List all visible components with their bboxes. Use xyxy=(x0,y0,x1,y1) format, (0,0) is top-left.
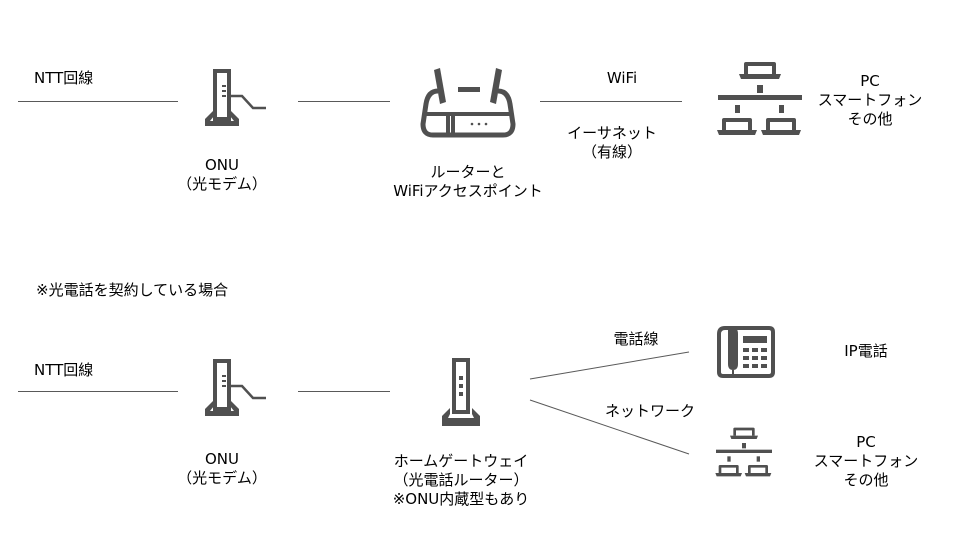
onu-label-line2: （光モデム） xyxy=(177,469,267,487)
onu-modem-icon xyxy=(205,359,266,416)
router-label-line1: ルーターと xyxy=(430,163,506,181)
ip-phone-icon xyxy=(717,326,775,378)
onu-label-line1: ONU xyxy=(204,156,240,174)
ethernet-link-label: イーサネット （有線） xyxy=(567,124,657,162)
devices-label-line1: PC xyxy=(856,433,876,451)
network-devices-icon xyxy=(715,427,772,477)
onu-router-link xyxy=(298,101,390,102)
phone-line-label: 電話線 xyxy=(613,330,659,348)
ethernet-label-line1: イーサネット xyxy=(567,124,657,142)
onu-gateway-link xyxy=(298,391,390,392)
devices-label-line2: スマートフォン xyxy=(813,452,919,470)
onu-label-line1: ONU xyxy=(204,450,240,468)
ethernet-label-line2: （有線） xyxy=(581,143,643,161)
gateway-label-line2: （光電話ルーター） xyxy=(393,471,529,489)
gateway-label-line1: ホームゲートウェイ xyxy=(393,452,529,470)
ntt-line-label-top: NTT回線 xyxy=(34,69,94,87)
devices-label-line3: その他 xyxy=(847,110,893,128)
onu-label-line2: （光モデム） xyxy=(177,175,267,193)
ip-phone-label: IP電話 xyxy=(844,342,888,360)
gateway-label-line3: ※ONU内蔵型もあり xyxy=(392,490,530,508)
devices-label-line2: スマートフォン xyxy=(817,91,923,109)
devices-label-line1: PC xyxy=(860,72,880,90)
onu-modem-icon xyxy=(205,69,266,126)
ntt-line-top xyxy=(18,101,178,102)
onu-label-bottom: ONU （光モデム） xyxy=(177,450,267,488)
ntt-line-bottom xyxy=(18,391,178,392)
phone-line-wire xyxy=(529,351,690,380)
router-devices-link xyxy=(540,101,682,102)
network-devices-icon xyxy=(717,62,802,135)
network-link-label: ネットワーク xyxy=(604,402,696,420)
network-wire xyxy=(529,399,690,455)
router-label-line2: WiFiアクセスポイント xyxy=(393,182,543,200)
wifi-link-label: WiFi xyxy=(606,69,638,87)
ntt-line-label-bottom: NTT回線 xyxy=(34,361,94,379)
devices-label-top: PC スマートフォン その他 xyxy=(818,72,923,129)
router-label: ルーターと WiFiアクセスポイント xyxy=(393,163,543,201)
onu-label-top: ONU （光モデム） xyxy=(177,156,267,194)
wifi-router-icon xyxy=(420,68,516,138)
home-gateway-icon xyxy=(442,358,480,426)
gateway-label: ホームゲートウェイ （光電話ルーター） ※ONU内蔵型もあり xyxy=(393,452,530,509)
hikari-denwa-note: ※光電話を契約している場合 xyxy=(36,281,229,299)
devices-label-line3: その他 xyxy=(843,471,889,489)
devices-label-bottom: PC スマートフォン その他 xyxy=(814,433,919,490)
